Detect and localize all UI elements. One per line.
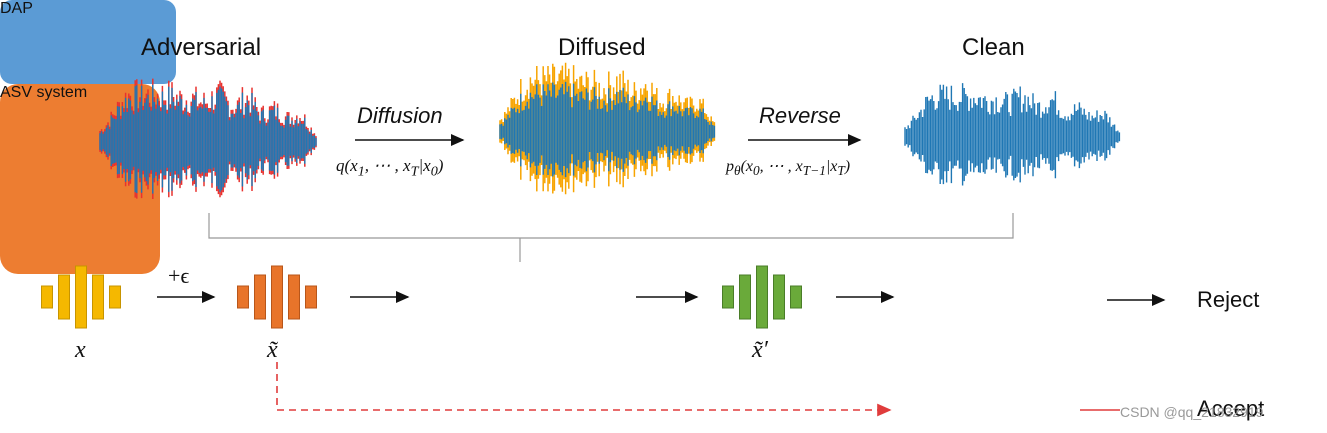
diffusion-formula: q(x1, ⋯ , xT|x0) xyxy=(336,156,444,180)
wave-adv-signal xyxy=(99,84,317,194)
bars-input-bar xyxy=(75,265,87,329)
purified-variable: x̃′ xyxy=(752,337,768,363)
reverse-label: Reverse xyxy=(759,103,841,128)
noise-label: +ϵ xyxy=(168,263,190,288)
bars-input-bar xyxy=(92,274,104,320)
noisy-variable: x̃ xyxy=(267,337,278,363)
bars-purified-bar xyxy=(773,274,785,320)
asv-label-line2: system xyxy=(36,84,88,101)
asv-label-line1: ASV xyxy=(0,84,33,101)
diffused-waveform xyxy=(499,62,716,195)
dap-label: DAP xyxy=(0,0,33,17)
bars-purified-bar xyxy=(722,285,734,309)
stage-bracket xyxy=(208,213,1014,239)
diffused-title: Diffused xyxy=(558,34,646,61)
reverse-formula: pθ(x0, ⋯ , xT−1|xT) xyxy=(726,158,851,179)
clean-waveform xyxy=(904,83,1121,186)
watermark: CSDN @qq_21832919 xyxy=(1120,404,1264,420)
reject-label: Reject xyxy=(1197,287,1260,312)
wave-clean-signal xyxy=(904,83,1121,186)
diffusion-label: Diffusion xyxy=(357,103,443,128)
bypass-dashed-arrow xyxy=(276,362,892,417)
bars-input-bar xyxy=(58,274,70,320)
bars-noisy-bar xyxy=(237,285,249,309)
clean-title: Clean xyxy=(962,34,1025,61)
bars-input-bar xyxy=(109,285,121,309)
adversarial-waveform xyxy=(99,78,317,199)
bars-purified-bar xyxy=(756,265,768,329)
wave-diff-signal xyxy=(499,81,716,178)
purified-audio-icon xyxy=(722,265,802,329)
bars-purified-bar xyxy=(790,285,802,309)
accept-label: Accept xyxy=(1197,396,1265,421)
bars-noisy-bar xyxy=(271,265,283,329)
bars-noisy-bar xyxy=(254,274,266,320)
input-audio-icon xyxy=(41,265,121,329)
adversarial-title: Adversarial xyxy=(141,34,262,61)
input-variable: x xyxy=(75,337,86,363)
bars-purified-bar xyxy=(739,274,751,320)
noisy-audio-icon xyxy=(237,265,317,329)
dap-box: DAP xyxy=(0,0,176,84)
bars-input-bar xyxy=(41,285,53,309)
bars-noisy-bar xyxy=(288,274,300,320)
bars-noisy-bar xyxy=(305,285,317,309)
